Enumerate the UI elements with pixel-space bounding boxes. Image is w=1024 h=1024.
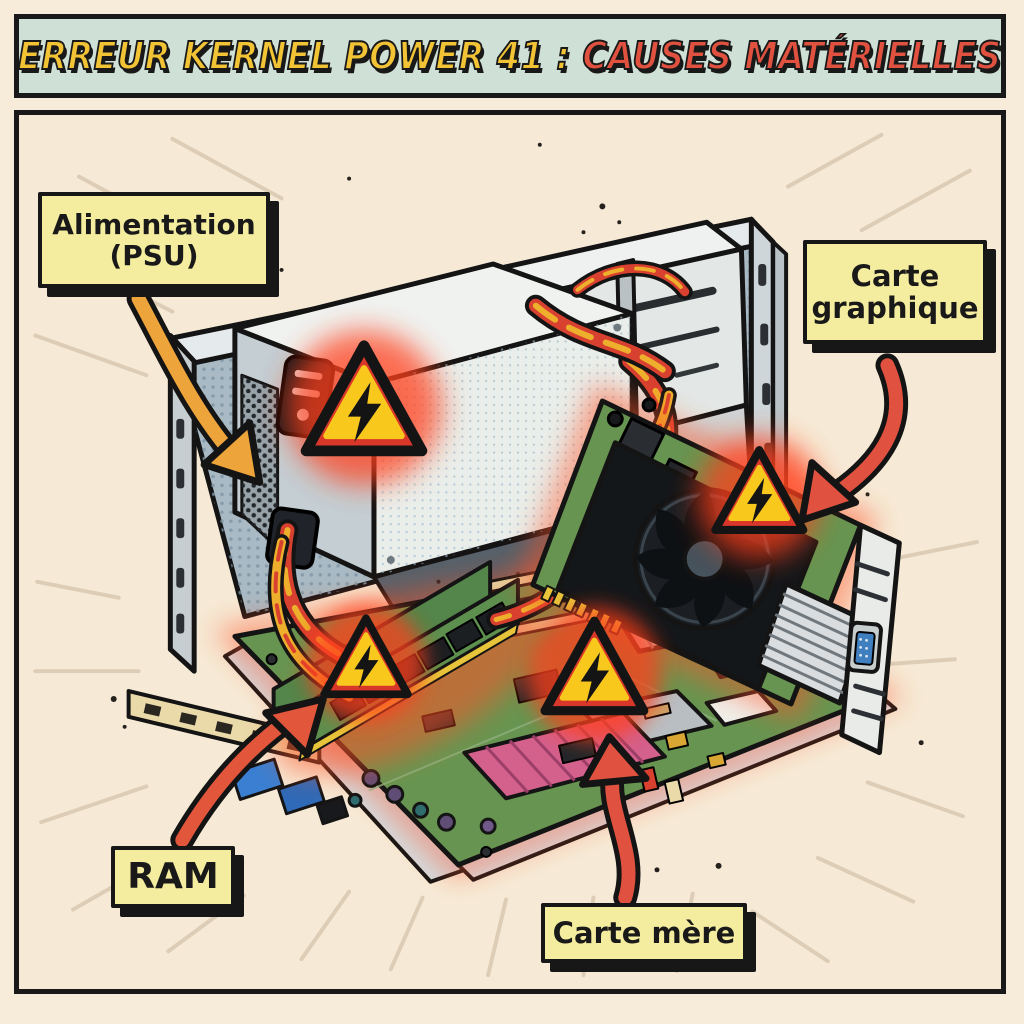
wire-bundle xyxy=(569,260,693,300)
warning-icons xyxy=(286,330,821,742)
gpu-heatsink xyxy=(755,581,871,706)
pc-illustration xyxy=(33,132,981,978)
callout-arrows xyxy=(126,286,909,910)
label-psu: Alimentation (PSU) xyxy=(38,192,270,288)
label-ram: RAM xyxy=(111,846,235,908)
motherboard-arrow xyxy=(579,733,650,910)
ram-arrow xyxy=(170,695,327,852)
gpu-bracket xyxy=(839,522,902,756)
case-left-wall xyxy=(167,333,197,674)
label-gpu-line1: Carte xyxy=(850,258,940,293)
page-title-right: CAUSES MATÉRIELLES xyxy=(582,33,1002,79)
psu-arrow xyxy=(126,286,264,486)
page-title-left: ERREUR KERNEL POWER 41 : xyxy=(17,33,571,79)
title-banner: ERREUR KERNEL POWER 41 : CAUSES MATÉRIEL… xyxy=(14,14,1006,98)
vga-port xyxy=(846,620,883,674)
label-psu-line1: Alimentation xyxy=(52,207,256,241)
label-motherboard: Carte mère xyxy=(541,903,747,963)
label-psu-line2: (PSU) xyxy=(109,239,199,272)
label-gpu: Carte graphique xyxy=(803,240,987,344)
label-gpu-line2: graphique xyxy=(811,291,979,325)
label-motherboard-line1: Carte mère xyxy=(552,915,736,950)
label-ram-line1: RAM xyxy=(127,855,219,897)
wire-bundle xyxy=(524,294,676,383)
gpu-arrow xyxy=(798,353,909,524)
front-panel-connectors xyxy=(230,757,350,826)
page-title: ERREUR KERNEL POWER 41 : CAUSES MATÉRIEL… xyxy=(17,33,1002,79)
